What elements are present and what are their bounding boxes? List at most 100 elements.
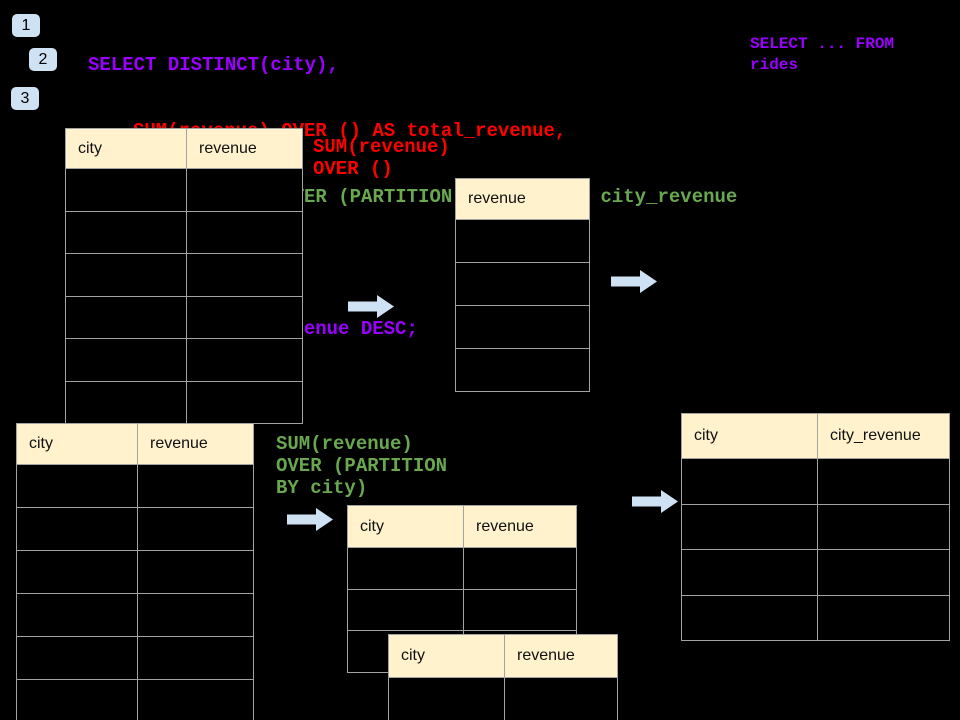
table-cell-empty [389, 678, 504, 720]
column-header-revenue: revenue [463, 506, 576, 547]
table-cell-empty [186, 381, 302, 423]
table-row [66, 210, 302, 254]
table-cell-empty [66, 169, 186, 211]
table-row [66, 295, 302, 339]
table-row [389, 677, 617, 720]
column-header-city: city [694, 427, 718, 444]
table-cell-empty [186, 254, 302, 296]
table-row [66, 253, 302, 296]
table-row [66, 380, 302, 424]
table-row [348, 588, 576, 631]
table-cell-empty [682, 550, 817, 595]
table-cell-empty [66, 297, 186, 339]
right-arrow-icon [632, 490, 678, 513]
table-cell-empty [66, 382, 186, 424]
table-body [389, 677, 617, 720]
table-cell-empty [456, 220, 589, 262]
table-row [66, 168, 302, 211]
table-cell-empty [66, 254, 186, 296]
table-cell-empty [66, 212, 186, 254]
table-cell-empty [137, 594, 253, 636]
table-cell-empty [17, 508, 137, 550]
right-arrow-icon [348, 295, 394, 318]
table-partition-group-2: city revenue [388, 634, 618, 720]
table-cell-empty [682, 596, 817, 641]
table-cell-empty [66, 339, 186, 381]
table-row [17, 507, 253, 550]
right-arrow-icon [611, 270, 657, 293]
table-body [682, 458, 949, 640]
table-cell-empty [137, 680, 253, 720]
table-row [17, 593, 253, 636]
table-header-row: city revenue [389, 635, 617, 677]
table-row [348, 547, 576, 589]
step-badge-3: 3 [11, 87, 39, 110]
table-partition-result: city city_revenue [681, 413, 950, 641]
column-header-city: city [29, 435, 53, 452]
table-cell-empty [817, 550, 949, 595]
table-cell-empty [17, 465, 137, 507]
step-badge-1: 1 [12, 14, 40, 37]
column-header-city-revenue: city_revenue [817, 414, 949, 458]
table-cell-empty [682, 459, 817, 504]
table-header-row: city revenue [66, 129, 302, 168]
table-body [17, 464, 253, 720]
annotation-sum-partition: SUM(revenue) OVER (PARTITION BY city) [276, 433, 448, 499]
table-header-row: city city_revenue [682, 414, 949, 458]
table-row [456, 305, 589, 348]
column-header-revenue: revenue [186, 129, 302, 168]
column-header-city: city [360, 517, 384, 535]
table-cell-empty [137, 508, 253, 550]
table-cell-empty [186, 211, 302, 253]
table-cell-empty [17, 551, 137, 593]
step-badge-2: 2 [29, 48, 57, 71]
column-header-revenue: revenue [137, 424, 253, 464]
table-row [456, 348, 589, 391]
table-row [17, 636, 253, 679]
table-body [66, 168, 302, 423]
table-row [66, 338, 302, 381]
right-arrow-icon [287, 508, 333, 531]
table-cell-empty [463, 548, 576, 589]
table-cell-empty [817, 595, 949, 640]
column-header-city: city [401, 647, 425, 664]
table-cell-empty [682, 505, 817, 550]
table-cell-empty [456, 349, 589, 391]
table-cell-empty [137, 465, 253, 507]
table-cell-empty [456, 263, 589, 305]
table-cell-empty [817, 504, 949, 549]
table-cell-empty [186, 296, 302, 338]
table-cell-empty [186, 169, 302, 211]
table-header-row: revenue [456, 179, 589, 219]
annotation-sum-over: SUM(revenue) OVER () [313, 136, 450, 180]
table-cell-empty [348, 548, 463, 589]
table-cell-empty [348, 590, 463, 631]
table-total-revenue-result: revenue [455, 178, 590, 392]
table-source-rides: city revenue [65, 128, 303, 424]
table-cell-empty [137, 637, 253, 679]
table-row [456, 219, 589, 262]
table-row [682, 458, 949, 504]
table-row [682, 549, 949, 595]
sql-line-select: SELECT DISTINCT(city), [88, 54, 339, 76]
table-cell-empty [456, 306, 589, 348]
table-cell-empty [186, 339, 302, 381]
table-cell-empty [17, 637, 137, 679]
table-row [17, 550, 253, 593]
table-row [17, 464, 253, 507]
table-cell-empty [817, 459, 949, 504]
table-cell-empty [463, 589, 576, 631]
table-cell-empty [137, 551, 253, 593]
table-source-rides-2: city revenue [16, 423, 254, 720]
column-header-revenue: revenue [504, 635, 617, 677]
column-header-revenue: revenue [468, 190, 526, 207]
column-header-city: city [78, 139, 102, 157]
table-row [456, 262, 589, 305]
table-row [682, 503, 949, 550]
table-header-row: city revenue [17, 424, 253, 464]
table-cell-empty [17, 680, 137, 720]
table-cell-empty [17, 594, 137, 636]
table-row [682, 594, 949, 641]
table-body [456, 219, 589, 391]
